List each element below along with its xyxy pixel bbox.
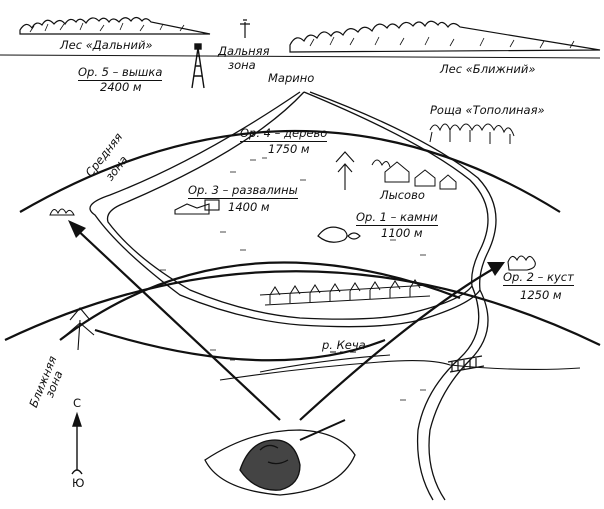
- bush-icon: [507, 255, 536, 271]
- village-lysovo-icon: [371, 159, 457, 190]
- arrow-arc-near: [59, 261, 461, 341]
- label-far-zone-1: Дальняя: [218, 44, 270, 58]
- label-forest-far: Лес «Дальний»: [60, 38, 153, 52]
- landmark-2-distance: 1250 м: [520, 288, 562, 302]
- landmark-4-name: Ор. 4 – дерево: [240, 126, 328, 142]
- grove-icon: [429, 123, 515, 144]
- roads: [89, 91, 497, 501]
- label-far-zone-2: зона: [228, 58, 256, 72]
- label-lysovo: Лысово: [380, 188, 425, 202]
- stones-icon: [317, 226, 361, 243]
- ruins-icon: [174, 199, 220, 215]
- settlement-icon: [259, 279, 431, 306]
- field-texture: [160, 157, 426, 401]
- arrow-arc-mid: [94, 328, 386, 362]
- label-marino: Марино: [268, 71, 315, 85]
- label-river: р. Кеча: [322, 338, 366, 352]
- horizon-treeline: [0, 16, 601, 59]
- landmark-5-name: Ор. 5 – вышка: [78, 65, 163, 81]
- arrowheads: [68, 220, 505, 276]
- landmark-3-name: Ор. 3 – развалины: [188, 183, 298, 199]
- river: [219, 351, 581, 381]
- pole-icon: [240, 19, 250, 38]
- middle-zone-arc: [19, 130, 561, 213]
- compass-icon: [71, 411, 83, 475]
- bridge-icon: [447, 355, 485, 373]
- tree-icon: [335, 151, 355, 190]
- label-grove: Роща «Тополиная»: [430, 103, 545, 117]
- observer-icon: [204, 419, 356, 496]
- landmark-1-distance: 1100 м: [381, 226, 423, 240]
- compass-north: С: [73, 396, 82, 410]
- direction-arrows: [59, 224, 501, 421]
- compass-south: Ю: [72, 476, 85, 490]
- tower-icon: [191, 43, 205, 89]
- bush-left-icon: [49, 208, 75, 216]
- landmark-1-name: Ор. 1 – камни: [356, 210, 438, 226]
- landmark-5-distance: 2400 м: [100, 80, 142, 94]
- landmark-2-name: Ор. 2 – куст: [503, 270, 574, 286]
- arrow-right: [299, 264, 501, 421]
- tree-left-icon: [65, 307, 95, 351]
- landmark-3-distance: 1400 м: [228, 200, 270, 214]
- landmark-4-distance: 1750 м: [268, 142, 310, 156]
- forest-hatching: [29, 22, 575, 49]
- arrow-left: [71, 224, 281, 421]
- zone-boundaries: [4, 130, 601, 346]
- near-zone-arc: [4, 270, 601, 346]
- label-forest-near: Лес «Ближний»: [440, 62, 536, 76]
